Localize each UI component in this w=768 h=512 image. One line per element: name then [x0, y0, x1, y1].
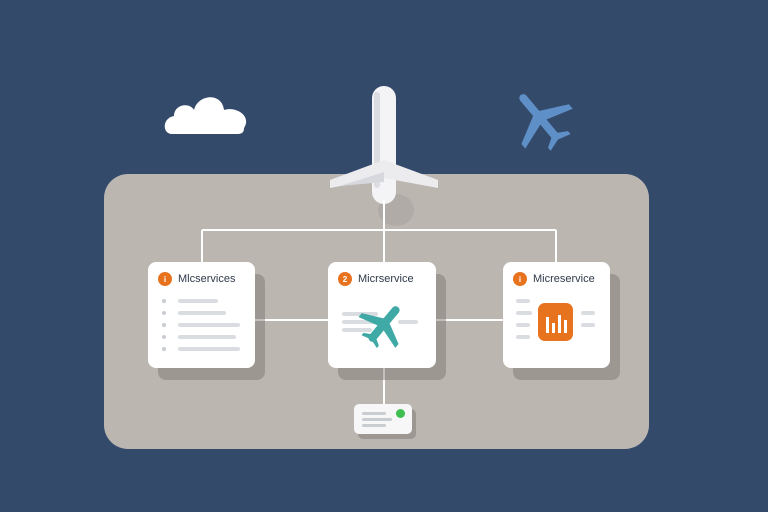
bar-chart-icon: [538, 303, 573, 341]
list-bullet: [162, 323, 166, 327]
list-line: [342, 320, 386, 324]
server-line: [362, 412, 386, 415]
server-line: [362, 424, 386, 427]
list-line: [516, 299, 530, 303]
list-bullet: [162, 347, 166, 351]
card-title: Micreservice: [533, 273, 595, 285]
card-title: Micrservice: [358, 273, 414, 285]
list-line: [581, 311, 595, 315]
status-dot-icon: [396, 409, 405, 418]
list-line: [398, 320, 418, 324]
list-line: [178, 299, 218, 303]
list-line: [516, 323, 530, 327]
list-line: [516, 311, 532, 315]
list-line: [178, 335, 236, 339]
card-title: Mlcservices: [178, 273, 236, 285]
list-line: [342, 328, 372, 332]
microservice-card-1[interactable]: i Mlcservices: [148, 262, 255, 368]
card-badge: 2: [338, 272, 352, 286]
card-badge: i: [158, 272, 172, 286]
server-line: [362, 418, 392, 421]
microservice-card-2[interactable]: 2 Micrservice: [328, 262, 436, 368]
list-line: [178, 323, 240, 327]
server-icon[interactable]: [354, 404, 412, 434]
list-line: [581, 323, 595, 327]
list-bullet: [162, 299, 166, 303]
airplane-icon: [519, 94, 573, 151]
airplane-icon: [330, 86, 438, 226]
card-badge: i: [513, 272, 527, 286]
list-line: [178, 347, 240, 351]
list-bullet: [162, 335, 166, 339]
list-line: [178, 311, 226, 315]
list-line: [342, 312, 378, 316]
airplane-icon: [358, 306, 400, 348]
list-line: [516, 335, 530, 339]
cloud-icon: [164, 97, 247, 134]
list-bullet: [162, 311, 166, 315]
